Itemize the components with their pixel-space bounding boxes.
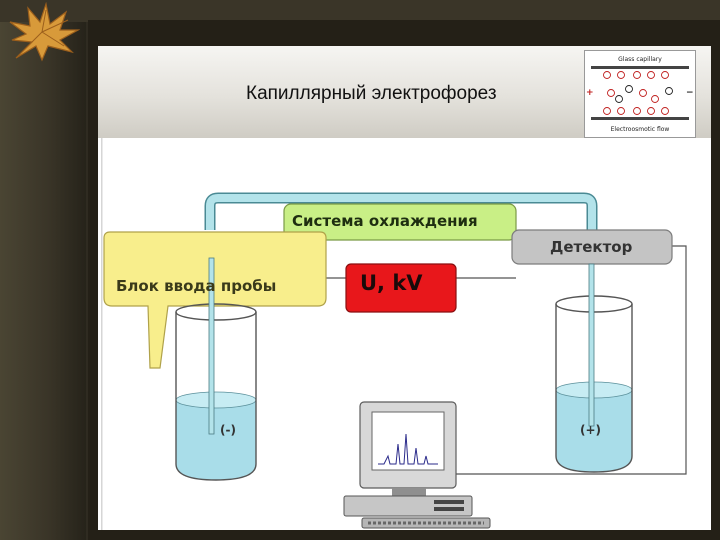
cathode-label: (-) [220,423,236,437]
inset-top-label: Glass capillary [618,56,662,63]
inset-minus-sign: − [686,88,694,98]
voltage-label: U, kV [360,271,423,295]
slide: Капиллярный электрофорез Glass capillary [98,46,711,530]
cooling-system-box [283,203,517,241]
title-band: Капиллярный электрофорез Glass capillary [98,46,711,138]
left-beaker-liquid [176,400,256,480]
sample-input-block [103,231,327,369]
inset-plus-sign: + [586,88,594,98]
detector-label: Детектор [550,238,633,256]
sample-input-label: Блок ввода пробы [116,277,277,295]
autumn-leaf-icon [9,2,80,62]
computer-icon [343,401,491,529]
electrophoresis-diagram: Система охлаждения Блок ввода пробы Дете… [98,138,711,530]
capillary-inset: Glass capillary + − [584,50,696,138]
slide-title: Капиллярный электрофорез [246,83,497,104]
left-decor-strip [0,0,86,540]
capillary-schematic: Glass capillary + − [586,56,694,133]
right-capillary-tube [588,263,595,427]
left-capillary-tube [208,257,215,435]
left-beaker [175,312,257,481]
right-beaker-liquid [556,390,632,472]
inset-bottom-label: Electroosmotic flow [611,126,670,133]
right-beaker [555,304,633,473]
voltage-box [345,263,457,313]
anode-label: (+) [580,423,602,437]
top-decor-strip [0,0,720,22]
cooling-system-label: Система охлаждения [292,212,478,230]
